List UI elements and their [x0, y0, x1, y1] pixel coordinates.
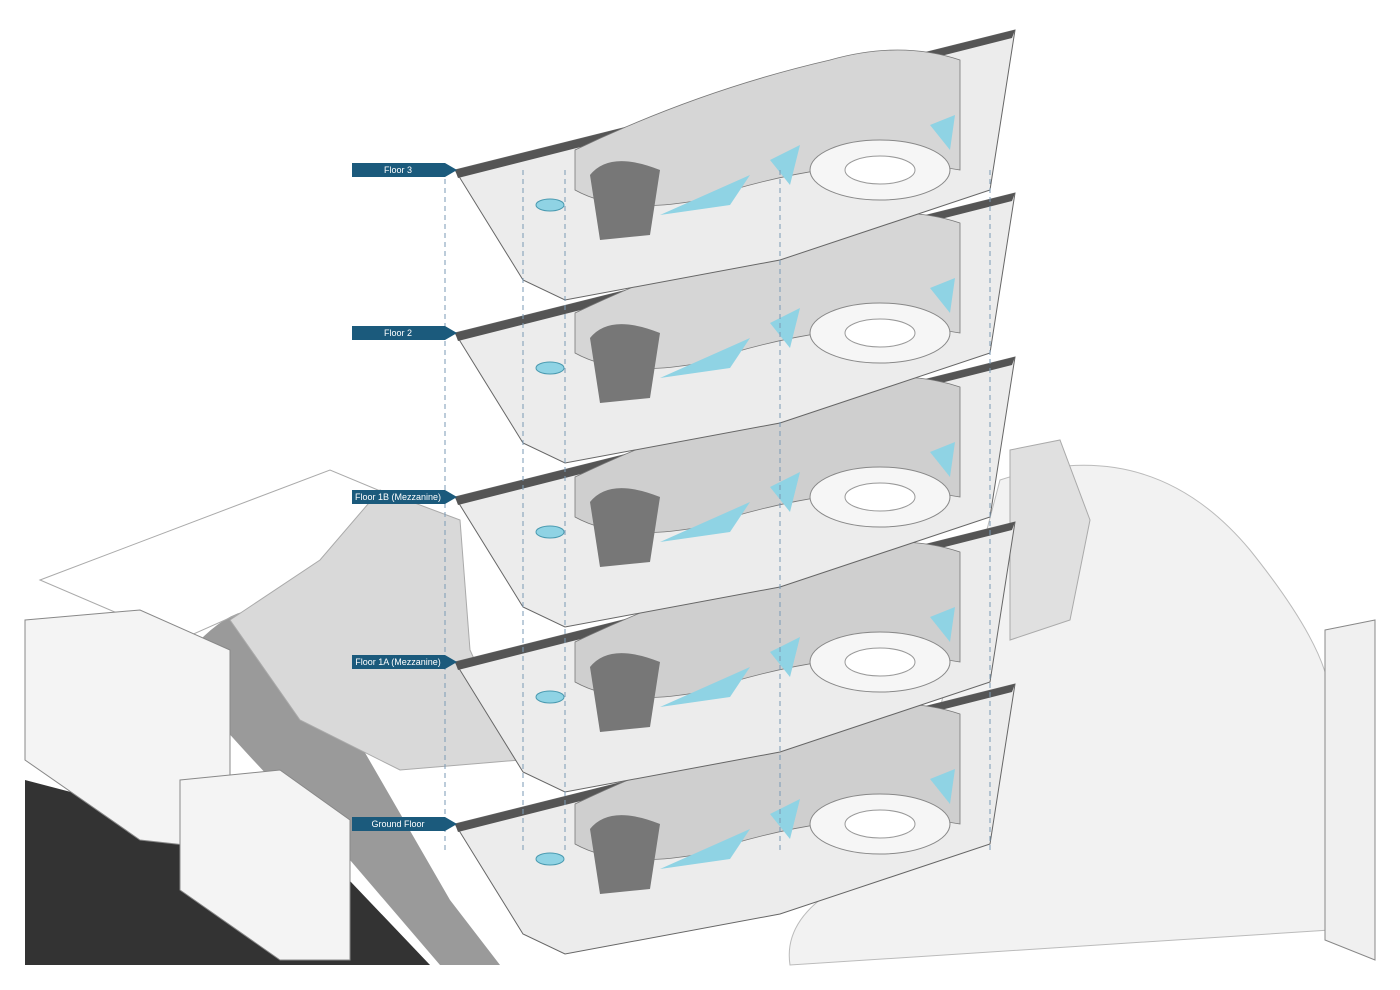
residential-block-mid	[179, 769, 351, 961]
floor-label: Floor 1A (Mezzanine)	[355, 657, 441, 667]
roof-shell	[574, 49, 961, 206]
ramp	[590, 488, 660, 567]
floor-label-arrow	[352, 817, 457, 831]
floor-label-arrow	[352, 490, 457, 504]
floor-label: Ground Floor	[371, 819, 425, 829]
water-feature	[660, 667, 750, 707]
floor-label-arrow	[352, 655, 457, 669]
pool-icon	[535, 690, 565, 704]
pool-icon	[535, 198, 565, 212]
water-feature	[660, 829, 750, 869]
rock-mass-right	[1009, 439, 1091, 641]
floor-slab-3	[454, 521, 1016, 793]
pool-icon	[535, 361, 565, 375]
ramp	[590, 324, 660, 403]
pool-icon	[535, 852, 565, 866]
floor-label-arrow	[352, 163, 457, 177]
residential-block-right	[1324, 619, 1376, 961]
floor-label-arrow	[352, 326, 457, 340]
rock-mass-left	[229, 489, 521, 771]
water-feature	[660, 338, 750, 378]
road	[200, 610, 500, 965]
floor-label: Floor 1B (Mezzanine)	[354, 492, 442, 502]
ramp	[590, 161, 660, 240]
floor-label: Floor 2	[383, 328, 412, 338]
ramp	[590, 653, 660, 732]
water-feature	[660, 502, 750, 542]
pool-icon	[535, 525, 565, 539]
floor-label: Floor 3	[383, 165, 412, 175]
ramp	[590, 815, 660, 894]
water-feature	[660, 175, 750, 215]
